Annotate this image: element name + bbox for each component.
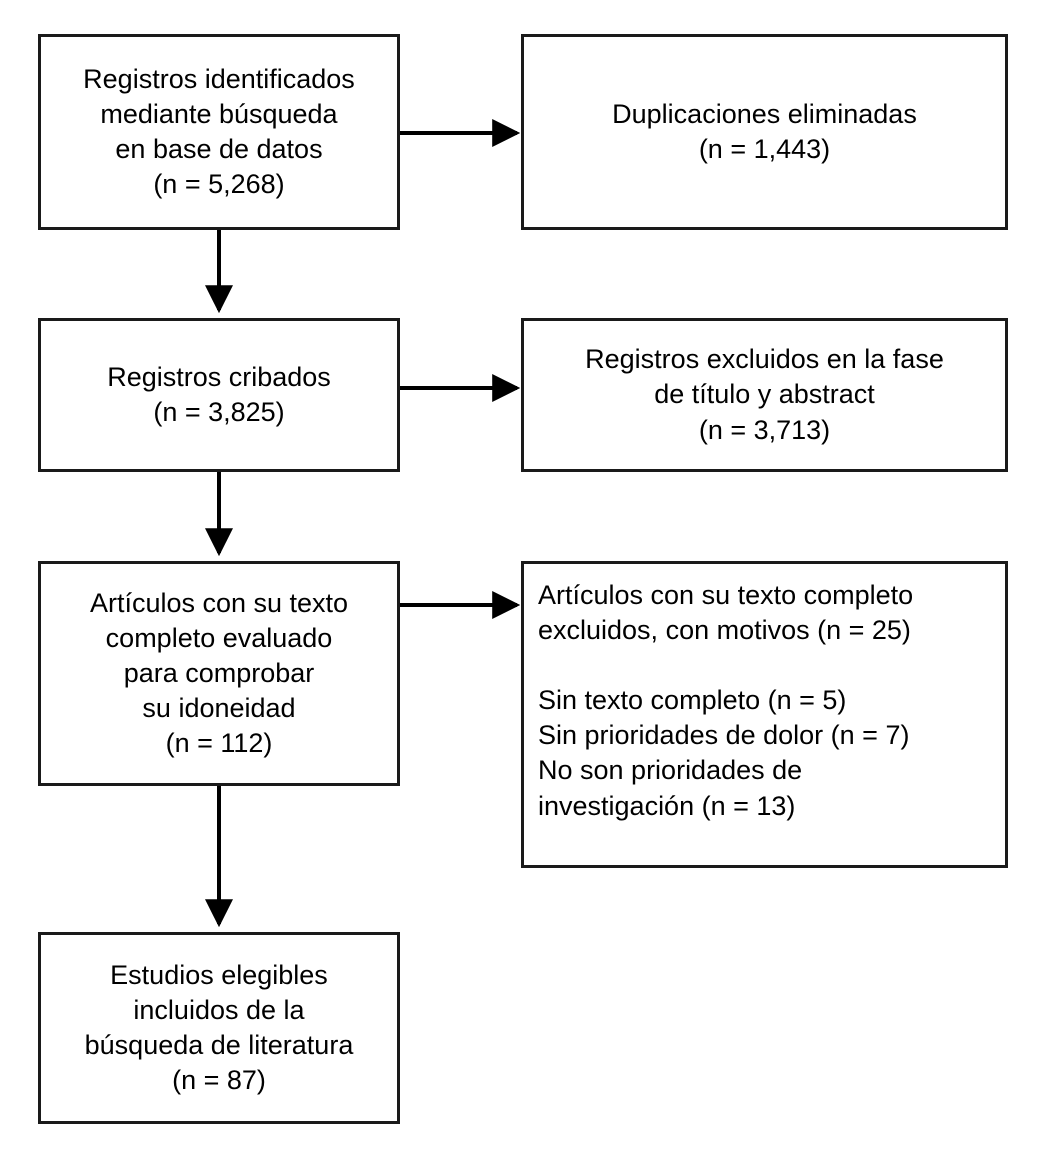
box-studies-included: Estudios elegibles incluidos de la búsqu… (38, 932, 400, 1124)
box-records-excluded-title-abstract: Registros excluidos en la fase de título… (521, 318, 1008, 472)
box-records-identified-text: Registros identificados mediante búsqued… (83, 63, 355, 200)
box-records-identified: Registros identificados mediante búsqued… (38, 34, 400, 230)
box-fulltext-assessed-text: Artículos con su texto completo evaluado… (89, 587, 349, 759)
box-duplicates-removed: Duplicaciones eliminadas (n = 1,443) (521, 34, 1008, 230)
box-fulltext-assessed: Artículos con su texto completo evaluado… (38, 561, 400, 786)
box-records-screened: Registros cribados (n = 3,825) (38, 318, 400, 472)
box-fulltext-excluded-reasons-text: Artículos con su texto completo excluido… (538, 580, 914, 821)
box-records-excluded-title-abstract-text: Registros excluidos en la fase de título… (585, 344, 944, 445)
box-studies-included-text: Estudios elegibles incluidos de la búsqu… (84, 959, 354, 1096)
box-fulltext-excluded-reasons: Artículos con su texto completo excluido… (521, 561, 1008, 868)
box-duplicates-removed-text: Duplicaciones eliminadas (n = 1,443) (612, 98, 917, 164)
box-records-screened-text: Registros cribados (n = 3,825) (107, 361, 331, 427)
